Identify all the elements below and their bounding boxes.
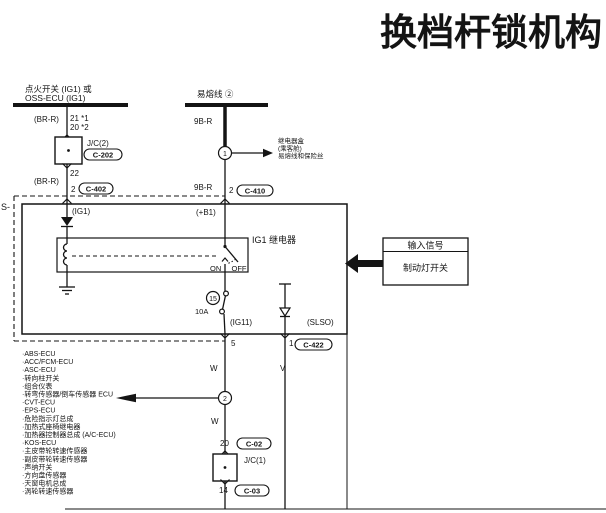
input-box-header: 输入信号 [407,240,443,251]
switch-on-label: ON [210,264,221,273]
partial-label-s: S- [1,202,10,212]
ecu-arrow-head [116,393,136,403]
pin-2-left: 2 [71,185,76,194]
page-title: 换档杆锁机构 [380,12,602,54]
ecu-list-item: ·ASC-ECU [22,367,56,374]
ecu-list-item: ·加热式座椅继电器 [22,422,80,431]
relay-inner-box [56,237,249,273]
chevron-up-relay-entry-left [62,198,72,204]
ecu-list-item: ·天窗电机总成 [22,479,66,488]
ecu-list-item: ·ACC/FCM-ECU [22,359,73,366]
fuse-number: 15 [209,296,217,303]
diode-icon-coil [61,217,73,226]
fuse-rating: 10A [195,307,208,316]
fuse-clip-top [223,290,230,297]
pin-5: 5 [231,339,236,348]
ecu-list-item: ·方向盘传感器 [22,471,66,480]
connector-c03: C-03 [244,487,260,496]
relay-outer-box [21,203,348,335]
connector-oval-c03 [234,484,270,497]
ecu-list-item: ·转弯传感器/倒车传感器 ECU [22,390,113,399]
chevron-up-on-contact [221,257,229,262]
jc2-label: J/C(2) [87,139,109,148]
relay-name: IG1 继电器 [252,234,296,245]
connector-c202: C-202 [93,151,113,160]
ecu-list-item: ·主皮带轮转速传感器 [22,446,87,455]
wire-color-br-r-1: (BR-R) [34,115,59,124]
relay-box-note-2: (乘客舱) [278,144,302,153]
input-signal-box [382,237,469,286]
pin-22: 22 [70,169,79,178]
input-box-item: 制动灯开关 [403,262,448,273]
pin-14: 14 [219,486,228,495]
ecu-list-item: ·危险指示灯总成 [22,414,73,423]
signal-ig1: (IG1) [72,207,91,216]
connector-c02: C-02 [246,440,262,449]
connector-c402: C-402 [86,185,106,194]
chevron-up-relay-entry-mid [220,198,230,204]
ecu-list: ·ABS-ECU·ACC/FCM-ECU·ASC-ECU·转向柱开关·组合仪表·… [22,351,116,496]
input-arrow [345,254,383,273]
node-2-number: 2 [223,396,227,403]
pin-2-mid: 2 [229,186,234,195]
wire-fuse-out [223,313,226,335]
wire-color-w-1: W [210,364,218,373]
connector-c410: C-410 [245,187,265,196]
jc2-dot [67,149,70,152]
source-fusible-link: 易熔线 ② [197,89,234,99]
connector-oval-c202 [83,148,123,161]
ecu-list-item: ·组合仪表 [22,381,52,390]
wire-color-br-r-2: (BR-R) [34,177,59,186]
ecu-list-item: ·副皮带轮转速传感器 [22,454,87,463]
ecu-list-item: ·KOS-ECU [22,440,56,447]
source-ignition-line1: 点火开关 (IG1) 或 [25,84,92,94]
wire-color-w-2: W [211,417,219,426]
fuse-clip-bottom [219,308,226,315]
pin-20: 20 *2 [70,123,89,132]
connector-oval-c02 [236,437,272,450]
ecu-list-item: ·转向柱开关 [22,373,59,382]
signal-ig11: (IG11) [230,318,252,327]
connector-oval-c422 [294,338,333,351]
ecu-list-item: ·EPS-ECU [22,408,55,415]
signal-b1: (+B1) [196,208,216,217]
pin-1: 1 [289,339,294,348]
switch-travel-dots [227,258,237,265]
ecu-list-item: ·CVT-ECU [22,400,55,407]
signal-slso: (SLSO) [307,318,334,327]
wire-color-9br-2: 9B-R [194,183,212,192]
wire-color-9br-1: 9B-R [194,117,212,126]
jc1-label: J/C(1) [244,456,266,465]
connector-oval-c410 [236,184,274,197]
ecu-list-item: ·ABS-ECU [22,351,55,358]
fuse-element [221,295,227,310]
pin-21: 21 *1 [70,114,89,123]
source-ignition-line2: OSS-ECU (IG1) [25,93,86,103]
pin-20-bottom: 20 [220,439,229,448]
node-1-number: 1 [223,151,227,158]
wire-color-v: V [280,364,286,373]
ecu-list-item: ·涡轮转速传感器 [22,487,73,496]
fuse-number-circle [205,290,221,306]
relay-coil-icon [62,243,68,266]
diode-icon-slso [278,307,292,318]
relay-box-note-3: 易熔线和保险丝 [278,151,324,160]
ecu-list-item: ·声纳开关 [22,462,52,471]
connector-c422: C-422 [303,341,323,350]
switch-off-label: OFF [232,264,247,273]
ecu-list-item: ·加热器控制器总成 (A/C-ECU) [22,430,116,439]
jc1-dot [223,466,227,469]
note-arrow-head [263,148,273,158]
relay-box-note-1: 继电器盒 [278,136,305,145]
connector-oval-c402 [78,182,114,195]
